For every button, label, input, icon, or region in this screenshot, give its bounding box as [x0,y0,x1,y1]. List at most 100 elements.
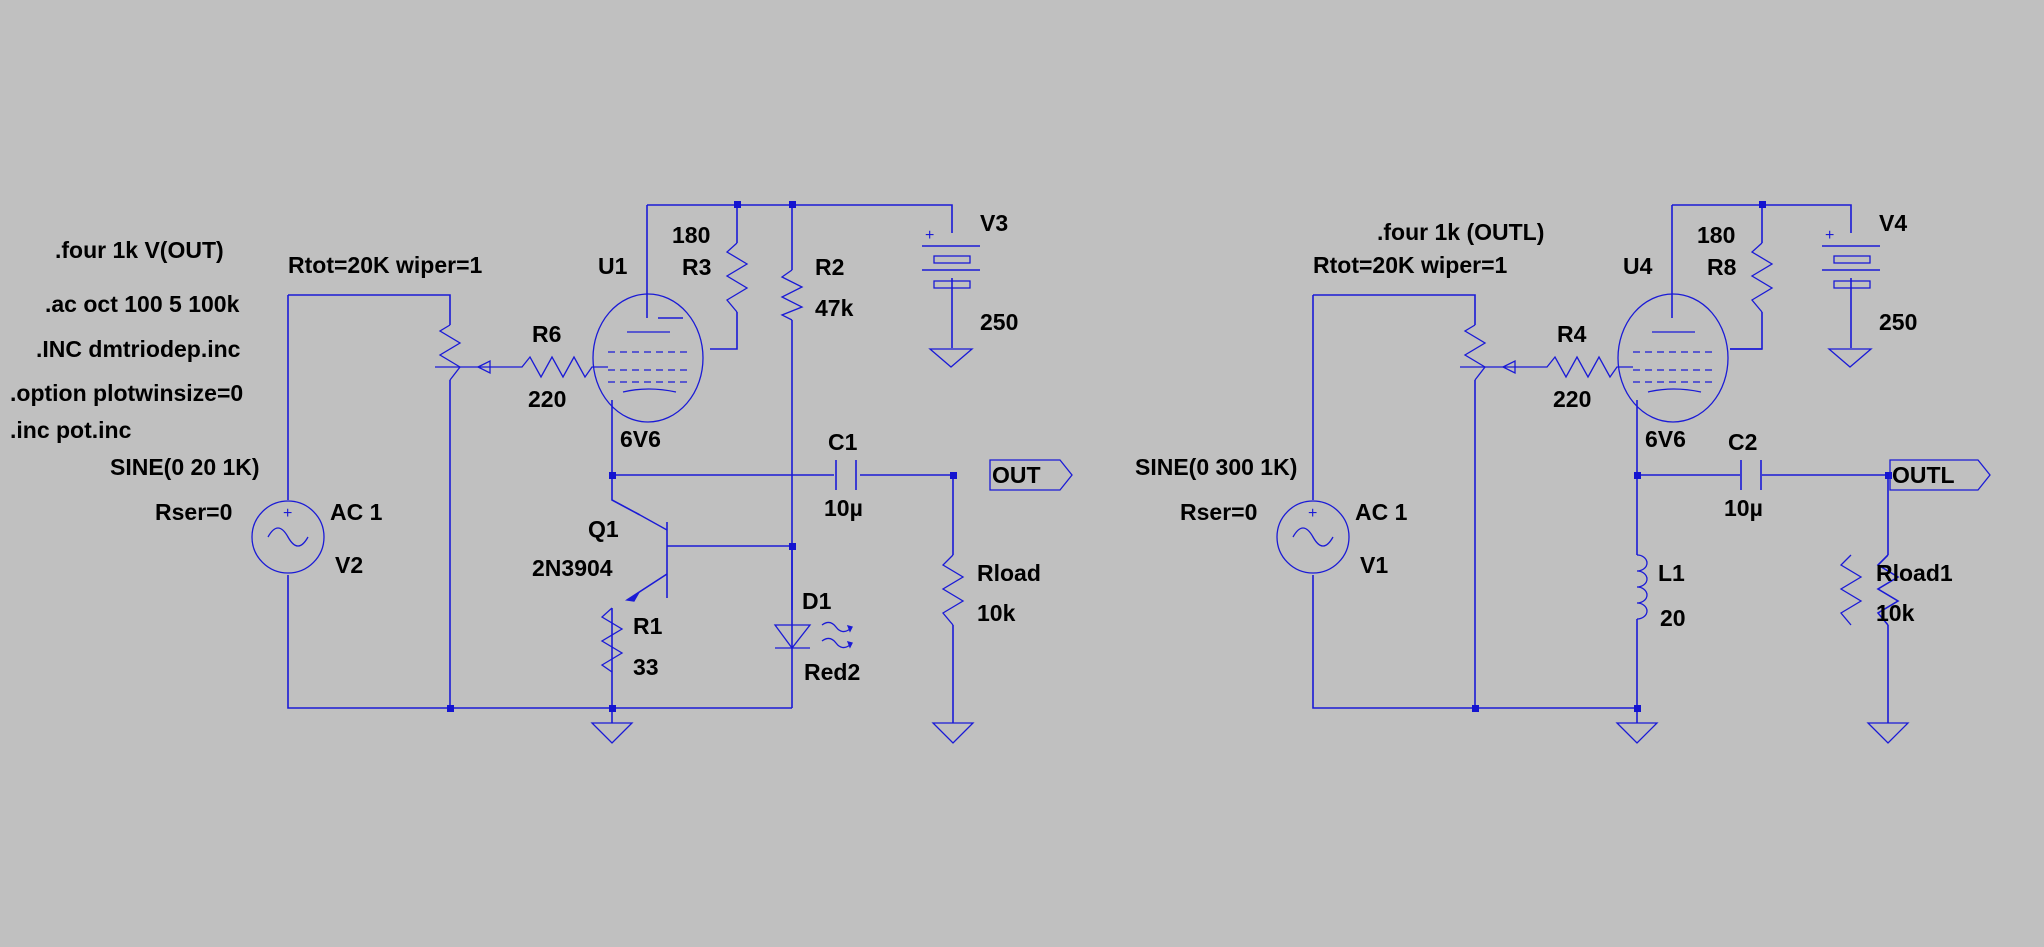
directive-inc-pot[interactable]: .inc pot.inc [10,417,132,443]
directive-four[interactable]: .four 1k (OUTL) [1377,219,1544,245]
resistor-icon [725,242,749,313]
ground-icon [1827,348,1873,368]
junction-dot [609,705,616,712]
right-labels: .four 1k (OUTL) Rtot=20K wiper=1 SINE(0 … [1135,210,1955,631]
left-labels: .four 1k V(OUT) .ac oct 100 5 100k .INC … [10,210,1041,685]
right-wires [1312,204,1890,723]
junction-dot [1634,705,1641,712]
inductor-name[interactable]: L1 [1658,560,1685,586]
cap-name[interactable]: C1 [828,429,858,455]
left-wires [287,204,954,723]
plus-sign: + [283,505,292,522]
ground-icon [1866,722,1910,744]
pot-params[interactable]: Rtot=20K wiper=1 [1313,252,1507,278]
r-screen-value[interactable]: 180 [672,222,710,248]
vacuum-tube-icon [1617,293,1762,423]
tube-model[interactable]: 6V6 [1645,426,1686,452]
potentiometer-icon [1460,324,1516,381]
r-bias-value[interactable]: 47k [815,295,854,321]
r-bias-name[interactable]: R2 [815,254,844,280]
r-screen-value[interactable]: 180 [1697,222,1735,248]
r-grid-value[interactable]: 220 [1553,386,1591,412]
load-name[interactable]: Rload1 [1876,560,1953,586]
transistor-name[interactable]: Q1 [588,516,619,542]
left-junctions [447,201,957,712]
led-name[interactable]: D1 [802,588,832,614]
junction-dot [1472,705,1479,712]
right-junctions [1472,201,1892,712]
led-icon [773,621,853,650]
tube-name[interactable]: U1 [598,253,628,279]
ground-icon [928,348,974,368]
source-name[interactable]: V2 [335,552,363,578]
source-value[interactable]: SINE(0 20 1K) [110,454,260,480]
source-rser[interactable]: Rser=0 [1180,499,1257,525]
output-label[interactable]: OUTL [1892,462,1955,488]
plus-sign: + [925,227,934,244]
transistor-model[interactable]: 2N3904 [532,555,613,581]
directive-option[interactable]: .option plotwinsize=0 [10,380,243,406]
ground-icon [931,722,975,744]
load-value[interactable]: 10k [1876,600,1915,626]
supply-name[interactable]: V4 [1879,210,1907,236]
supply-value[interactable]: 250 [980,309,1018,335]
junction-dot [609,472,616,479]
source-name[interactable]: V1 [1360,552,1388,578]
led-model[interactable]: Red2 [804,659,860,685]
cap-value[interactable]: 10µ [1724,495,1763,521]
r-emitter-name[interactable]: R1 [633,613,663,639]
load-value[interactable]: 10k [977,600,1016,626]
supply-name[interactable]: V3 [980,210,1008,236]
ground-icon [1615,722,1659,744]
net-label-flag[interactable] [1889,459,1991,491]
cap-value[interactable]: 10µ [824,495,863,521]
plus-sign: + [1308,505,1317,522]
junction-dot [1885,472,1892,479]
junction-dot [1634,472,1641,479]
inductor-value[interactable]: 20 [1660,605,1686,631]
resistor-icon [780,269,804,321]
directive-inc-triode[interactable]: .INC dmtriodep.inc [36,336,241,362]
junction-dot [1759,201,1766,208]
load-name[interactable]: Rload [977,560,1041,586]
potentiometer-icon [435,324,491,381]
plus-sign: + [1825,227,1834,244]
source-ac[interactable]: AC 1 [1355,499,1408,525]
capacitor-icon [835,460,857,490]
inductor-icon [1636,554,1648,620]
supply-value[interactable]: 250 [1879,309,1917,335]
resistor-icon [1750,242,1774,313]
r-emitter-value[interactable]: 33 [633,654,659,680]
resistor-icon [1503,355,1633,379]
sine-source-icon: + [1276,500,1350,574]
r-grid-name[interactable]: R4 [1557,321,1587,347]
r-grid-name[interactable]: R6 [532,321,561,347]
r-grid-value[interactable]: 220 [528,386,566,412]
junction-dot [789,543,796,550]
cap-name[interactable]: C2 [1728,429,1757,455]
output-label[interactable]: OUT [992,462,1041,488]
net-label-flag[interactable] [989,459,1073,491]
resistor-icon [1839,554,1863,626]
tube-model[interactable]: 6V6 [620,426,661,452]
npn-transistor-icon [624,514,668,602]
resistor-icon [941,554,965,626]
vacuum-tube-icon [592,293,704,423]
left-circuit: + + [251,201,1073,744]
directive-ac[interactable]: .ac oct 100 5 100k [45,291,240,317]
source-rser[interactable]: Rser=0 [155,499,232,525]
r-screen-name[interactable]: R3 [682,254,711,280]
junction-dot [734,201,741,208]
right-circuit: + + [1276,201,1991,744]
r-screen-name[interactable]: R8 [1707,254,1737,280]
source-ac[interactable]: AC 1 [330,499,383,525]
pot-params[interactable]: Rtot=20K wiper=1 [288,252,482,278]
battery-icon: + [922,227,980,289]
junction-dot [789,201,796,208]
source-value[interactable]: SINE(0 300 1K) [1135,454,1297,480]
resistor-icon [478,355,608,379]
sine-source-icon: + [251,500,325,574]
directive-four[interactable]: .four 1k V(OUT) [55,237,224,263]
ground-icon [590,722,634,744]
tube-name[interactable]: U4 [1623,253,1653,279]
